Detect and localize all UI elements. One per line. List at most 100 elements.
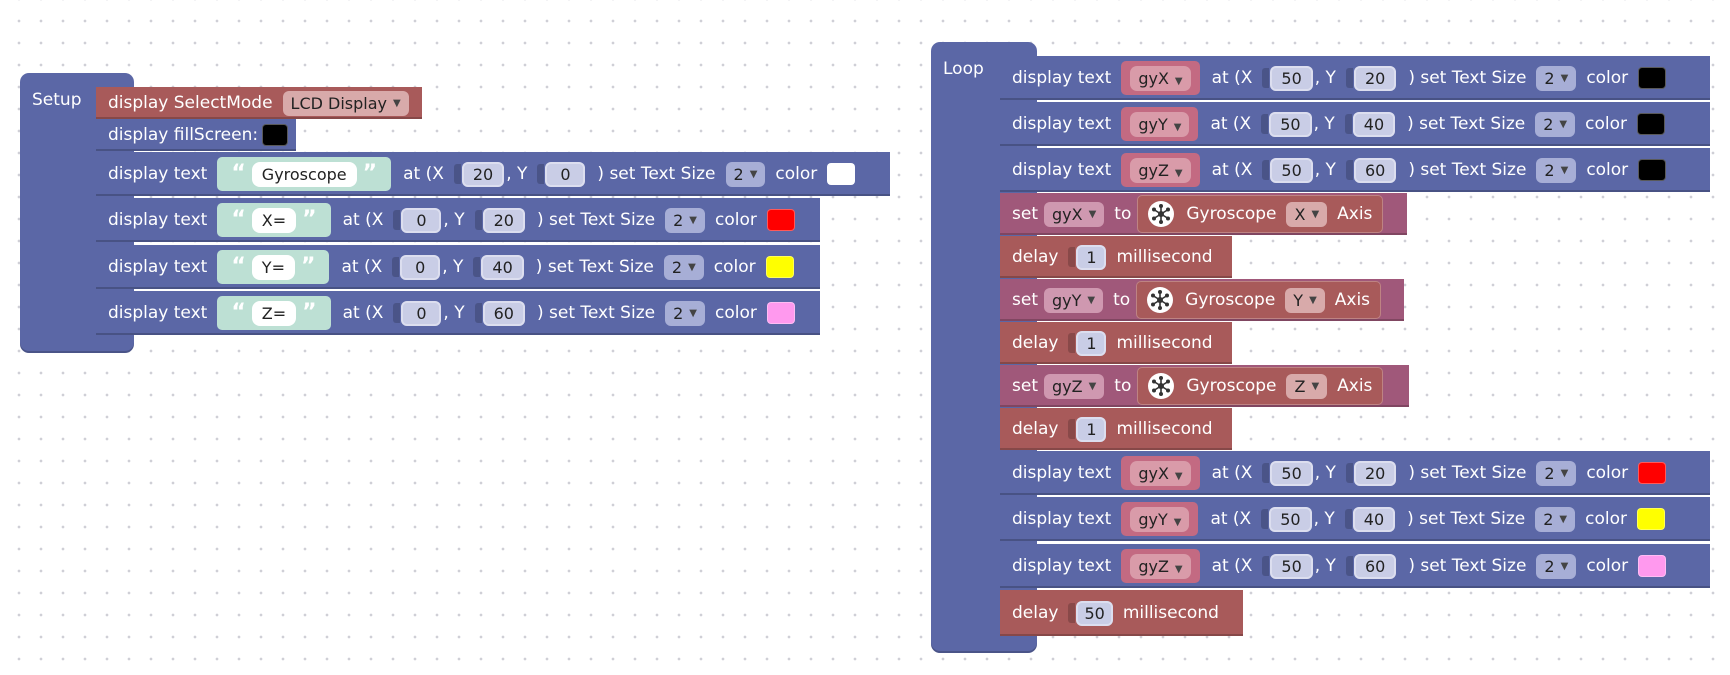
y-field[interactable]: 40 — [1344, 111, 1396, 137]
text-size-dropdown[interactable]: 2▼ — [1535, 506, 1576, 532]
x-field[interactable]: 0 — [393, 207, 442, 233]
variable-block[interactable]: gyX▼ — [1121, 61, 1200, 95]
x-field[interactable]: 50 — [1261, 111, 1312, 137]
delay-block-3[interactable]: delay 1 millisecond — [1000, 408, 1232, 450]
y-field[interactable]: 60 — [1345, 157, 1397, 183]
x-field[interactable]: 0 — [392, 254, 441, 280]
set-gyz-block[interactable]: set gyZ▼ to Gyroscope Z▼ Axis — [1000, 365, 1409, 407]
loop-text-block-2[interactable]: display text gyY▼ at (X 50 , Y 40 ) set … — [1000, 102, 1710, 146]
y-value[interactable]: 40 — [1352, 111, 1396, 137]
delay-value[interactable]: 1 — [1076, 330, 1107, 356]
delay-field[interactable]: 50 — [1068, 600, 1113, 626]
loop-text-block-4[interactable]: display text gyX▼ at (X 50 , Y 20 ) set … — [1000, 451, 1710, 495]
text-size-dropdown[interactable]: 2▼ — [665, 300, 705, 326]
select-mode-block[interactable]: display SelectMode LCD Display ▼ — [96, 87, 422, 119]
x-field[interactable]: 50 — [1262, 157, 1313, 183]
text-size-dropdown[interactable]: 2▼ — [1536, 157, 1577, 183]
y-value[interactable]: 20 — [1353, 460, 1397, 486]
setup-text-block-1[interactable]: display text “Gyroscope” at (X 20 , Y 0 … — [96, 152, 890, 196]
variable-dropdown[interactable]: gyX▼ — [1130, 460, 1191, 486]
variable-block[interactable]: gyY▼ — [1121, 502, 1199, 536]
y-field[interactable]: 60 — [474, 300, 525, 326]
setup-text-block-4[interactable]: display text “Z=” at (X 0 , Y 60 ) set T… — [96, 291, 820, 335]
variable-dropdown[interactable]: gyX▼ — [1043, 201, 1105, 227]
y-value[interactable]: 60 — [1353, 553, 1397, 579]
text-size-dropdown[interactable]: 2▼ — [663, 254, 704, 280]
y-value[interactable]: 20 — [1353, 65, 1397, 91]
axis-dropdown[interactable]: X▼ — [1286, 201, 1328, 227]
y-field[interactable]: 20 — [474, 207, 525, 233]
string-value[interactable]: X= — [251, 207, 297, 233]
delay-block-2[interactable]: delay 1 millisecond — [1000, 322, 1232, 364]
color-swatch[interactable] — [766, 302, 795, 324]
x-value[interactable]: 50 — [1269, 506, 1312, 532]
x-field[interactable]: 20 — [453, 161, 505, 187]
y-value[interactable]: 40 — [481, 254, 524, 280]
variable-block[interactable]: gyZ▼ — [1121, 153, 1200, 187]
string-block[interactable]: “Y=” — [217, 250, 330, 284]
gyroscope-axis-block[interactable]: Gyroscope X▼ Axis — [1137, 195, 1384, 233]
variable-block[interactable]: gyX▼ — [1121, 456, 1200, 490]
y-value[interactable]: 40 — [1352, 506, 1396, 532]
text-size-dropdown[interactable]: 2▼ — [1535, 111, 1576, 137]
delay-field[interactable]: 1 — [1068, 416, 1107, 442]
string-value[interactable]: Gyroscope — [251, 161, 357, 187]
x-field[interactable]: 50 — [1262, 65, 1313, 91]
color-swatch[interactable] — [1638, 462, 1667, 484]
text-size-dropdown[interactable]: 2▼ — [725, 161, 766, 187]
color-swatch[interactable] — [1638, 159, 1667, 181]
set-gyx-block[interactable]: set gyX▼ to Gyroscope X▼ Axis — [1000, 193, 1407, 235]
loop-text-block-3[interactable]: display text gyZ▼ at (X 50 , Y 60 ) set … — [1000, 148, 1710, 192]
color-swatch[interactable] — [766, 209, 795, 231]
select-mode-dropdown[interactable]: LCD Display ▼ — [282, 90, 409, 116]
string-value[interactable]: Z= — [251, 300, 297, 326]
x-field[interactable]: 50 — [1261, 506, 1312, 532]
y-field[interactable]: 60 — [1345, 553, 1397, 579]
string-block[interactable]: “Gyroscope” — [217, 157, 392, 191]
string-block[interactable]: “Z=” — [217, 296, 331, 330]
fill-screen-block[interactable]: display fillScreen: — [96, 119, 296, 151]
x-value[interactable]: 50 — [1270, 65, 1313, 91]
delay-field[interactable]: 1 — [1068, 330, 1107, 356]
y-field[interactable]: 20 — [1345, 65, 1397, 91]
loop-text-block-6[interactable]: display text gyZ▼ at (X 50 , Y 60 ) set … — [1000, 544, 1710, 588]
color-swatch[interactable] — [1637, 113, 1665, 135]
text-size-dropdown[interactable]: 2▼ — [1536, 553, 1577, 579]
y-field[interactable]: 40 — [473, 254, 524, 280]
gyroscope-axis-block[interactable]: Gyroscope Z▼ Axis — [1137, 367, 1384, 405]
delay-value[interactable]: 50 — [1076, 600, 1113, 626]
x-field[interactable]: 50 — [1262, 553, 1313, 579]
delay-value[interactable]: 1 — [1076, 244, 1107, 270]
y-value[interactable]: 60 — [1353, 157, 1397, 183]
x-value[interactable]: 0 — [401, 207, 442, 233]
variable-dropdown[interactable]: gyX▼ — [1130, 65, 1191, 91]
axis-dropdown[interactable]: Y▼ — [1285, 287, 1325, 313]
x-field[interactable]: 0 — [393, 300, 442, 326]
delay-value[interactable]: 1 — [1076, 416, 1107, 442]
text-size-dropdown[interactable]: 2▼ — [665, 207, 705, 233]
y-value[interactable]: 0 — [545, 161, 586, 187]
y-field[interactable]: 40 — [1344, 506, 1396, 532]
y-value[interactable]: 20 — [482, 207, 525, 233]
x-field[interactable]: 50 — [1262, 460, 1313, 486]
y-field[interactable]: 20 — [1345, 460, 1397, 486]
x-value[interactable]: 50 — [1270, 460, 1313, 486]
delay-block-4[interactable]: delay 50 millisecond — [1000, 590, 1243, 636]
variable-block[interactable]: gyY▼ — [1121, 107, 1199, 141]
x-value[interactable]: 50 — [1270, 553, 1313, 579]
axis-dropdown[interactable]: Z▼ — [1286, 373, 1328, 399]
x-value[interactable]: 20 — [461, 161, 505, 187]
x-value[interactable]: 50 — [1270, 157, 1313, 183]
string-block[interactable]: “X=” — [217, 203, 331, 237]
delay-field[interactable]: 1 — [1068, 244, 1107, 270]
variable-dropdown[interactable]: gyZ▼ — [1130, 553, 1191, 579]
fill-screen-color-swatch[interactable] — [262, 124, 288, 146]
color-swatch[interactable] — [1637, 508, 1665, 530]
x-value[interactable]: 50 — [1269, 111, 1312, 137]
color-swatch[interactable] — [827, 163, 856, 185]
delay-block-1[interactable]: delay 1 millisecond — [1000, 236, 1232, 278]
variable-dropdown[interactable]: gyY▼ — [1130, 111, 1190, 137]
y-value[interactable]: 60 — [482, 300, 525, 326]
text-size-dropdown[interactable]: 2▼ — [1536, 460, 1577, 486]
loop-text-block-1[interactable]: display text gyX▼ at (X 50 , Y 20 ) set … — [1000, 56, 1710, 100]
